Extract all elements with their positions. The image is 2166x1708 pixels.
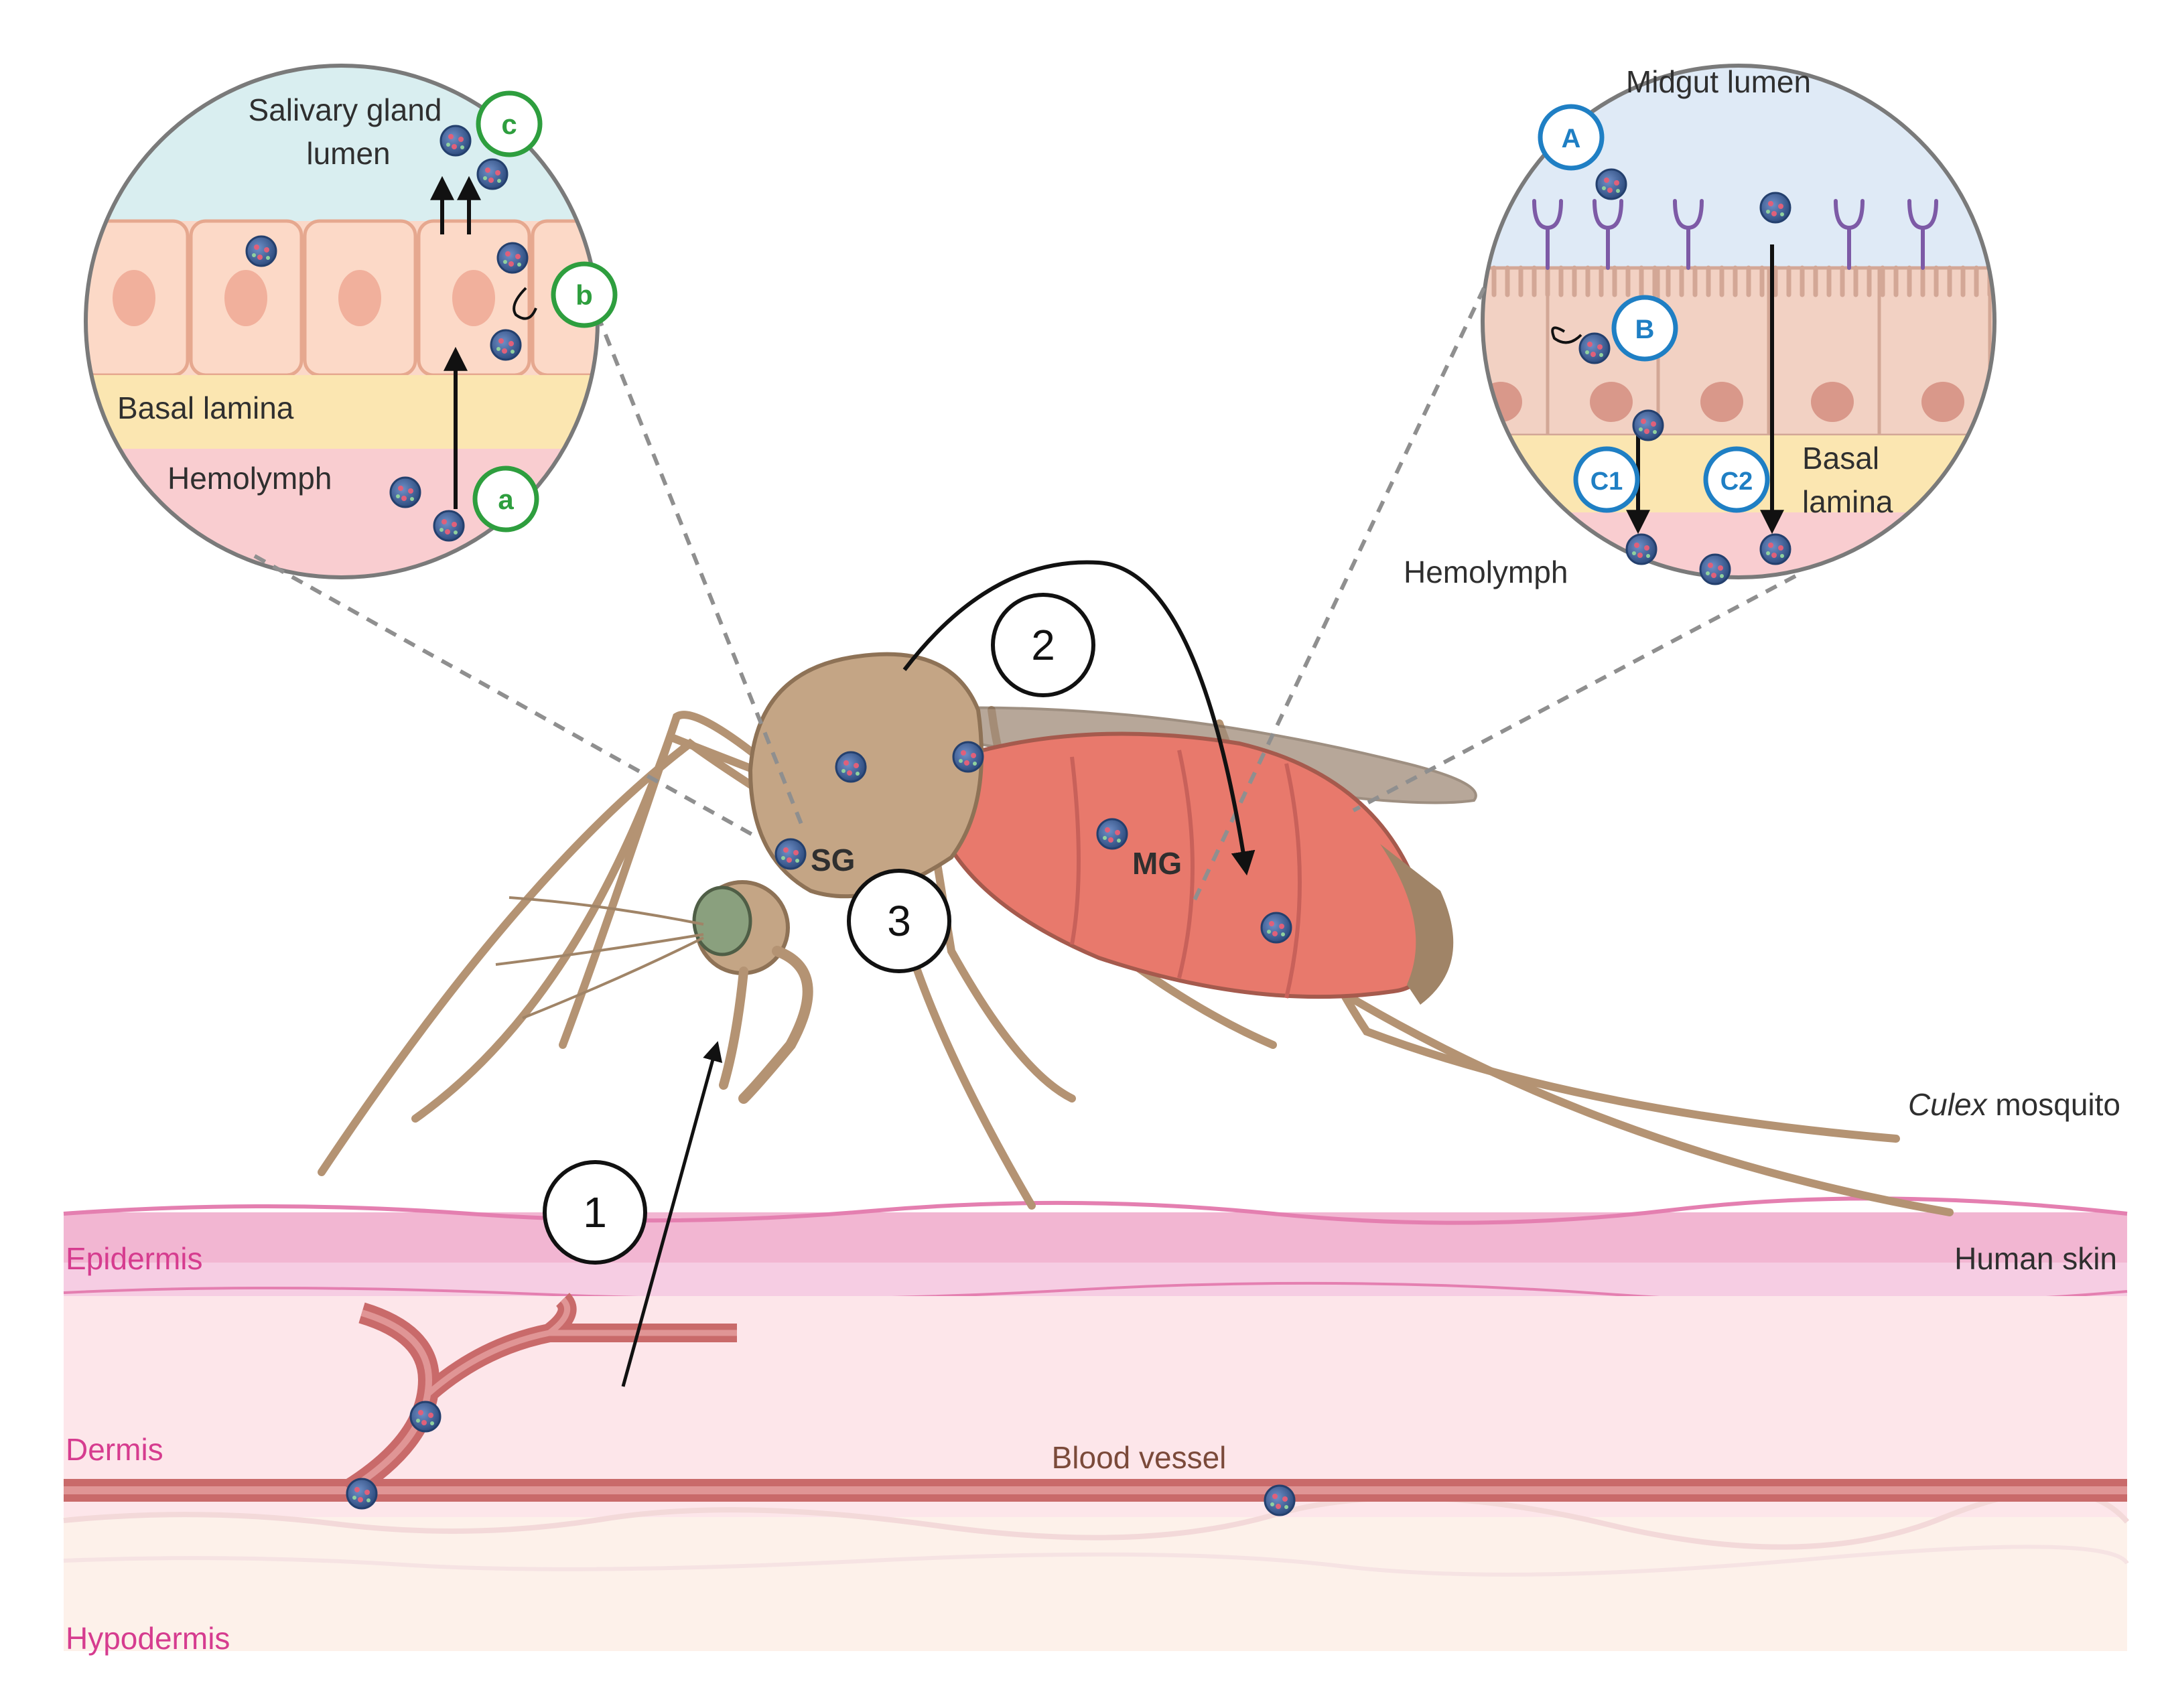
- step-2-label: 2: [1031, 621, 1055, 669]
- badge-a: a: [498, 484, 514, 515]
- label-salivary-lumen: lumen: [306, 136, 390, 171]
- label-hypodermis: Hypodermis: [66, 1621, 230, 1656]
- badge-B: B: [1635, 315, 1655, 344]
- label-lamina: lamina: [1802, 484, 1893, 519]
- green-badges: c b a: [472, 90, 618, 532]
- label-basal: Basal: [1802, 441, 1879, 476]
- midgut-inset: [1481, 64, 1996, 579]
- step-circles: 1 2 3: [543, 593, 1095, 1265]
- arrows: [430, 175, 1784, 1387]
- label-human-skin: Human skin: [1954, 1241, 2117, 1276]
- badge-A: A: [1562, 124, 1581, 153]
- label-mosquito: mosquito: [1987, 1087, 2120, 1122]
- badge-b: b: [576, 279, 593, 311]
- label-hemolymph-right: Hemolymph: [1404, 555, 1568, 589]
- step-1-label: 1: [583, 1188, 607, 1236]
- human-skin: [63, 1196, 2130, 1651]
- zoom-connectors: [253, 287, 1797, 906]
- label-hemolymph-left: Hemolymph: [167, 461, 332, 496]
- step-3-circle: [847, 869, 951, 973]
- label-midgut-lumen: Midgut lumen: [1626, 64, 1811, 99]
- label-salivary-gland: Salivary gland: [249, 92, 442, 127]
- label-basal-lamina-left: Basal lamina: [117, 390, 294, 425]
- step-1-circle: [543, 1160, 647, 1265]
- text-labels: Salivary gland lumen Basal lamina Hemoly…: [66, 64, 2120, 1656]
- label-mg: MG: [1132, 846, 1182, 881]
- mosquito: [318, 652, 1954, 1216]
- label-culex-italic: Culex: [1908, 1087, 1988, 1122]
- label-epidermis: Epidermis: [66, 1241, 203, 1276]
- label-culex-mosquito: Culex mosquito: [1908, 1087, 2120, 1122]
- blood-vessels: [64, 1293, 2127, 1502]
- blue-badges: A B C1 C2: [1538, 104, 1770, 513]
- badge-C1: C1: [1590, 468, 1623, 496]
- label-blood-vessel: Blood vessel: [1052, 1440, 1227, 1475]
- badge-c: c: [501, 109, 517, 140]
- label-sg: SG: [811, 843, 855, 877]
- step-3-label: 3: [887, 897, 911, 945]
- label-dermis: Dermis: [66, 1432, 163, 1467]
- badge-C2: C2: [1720, 468, 1753, 496]
- step-2-circle: [991, 593, 1095, 697]
